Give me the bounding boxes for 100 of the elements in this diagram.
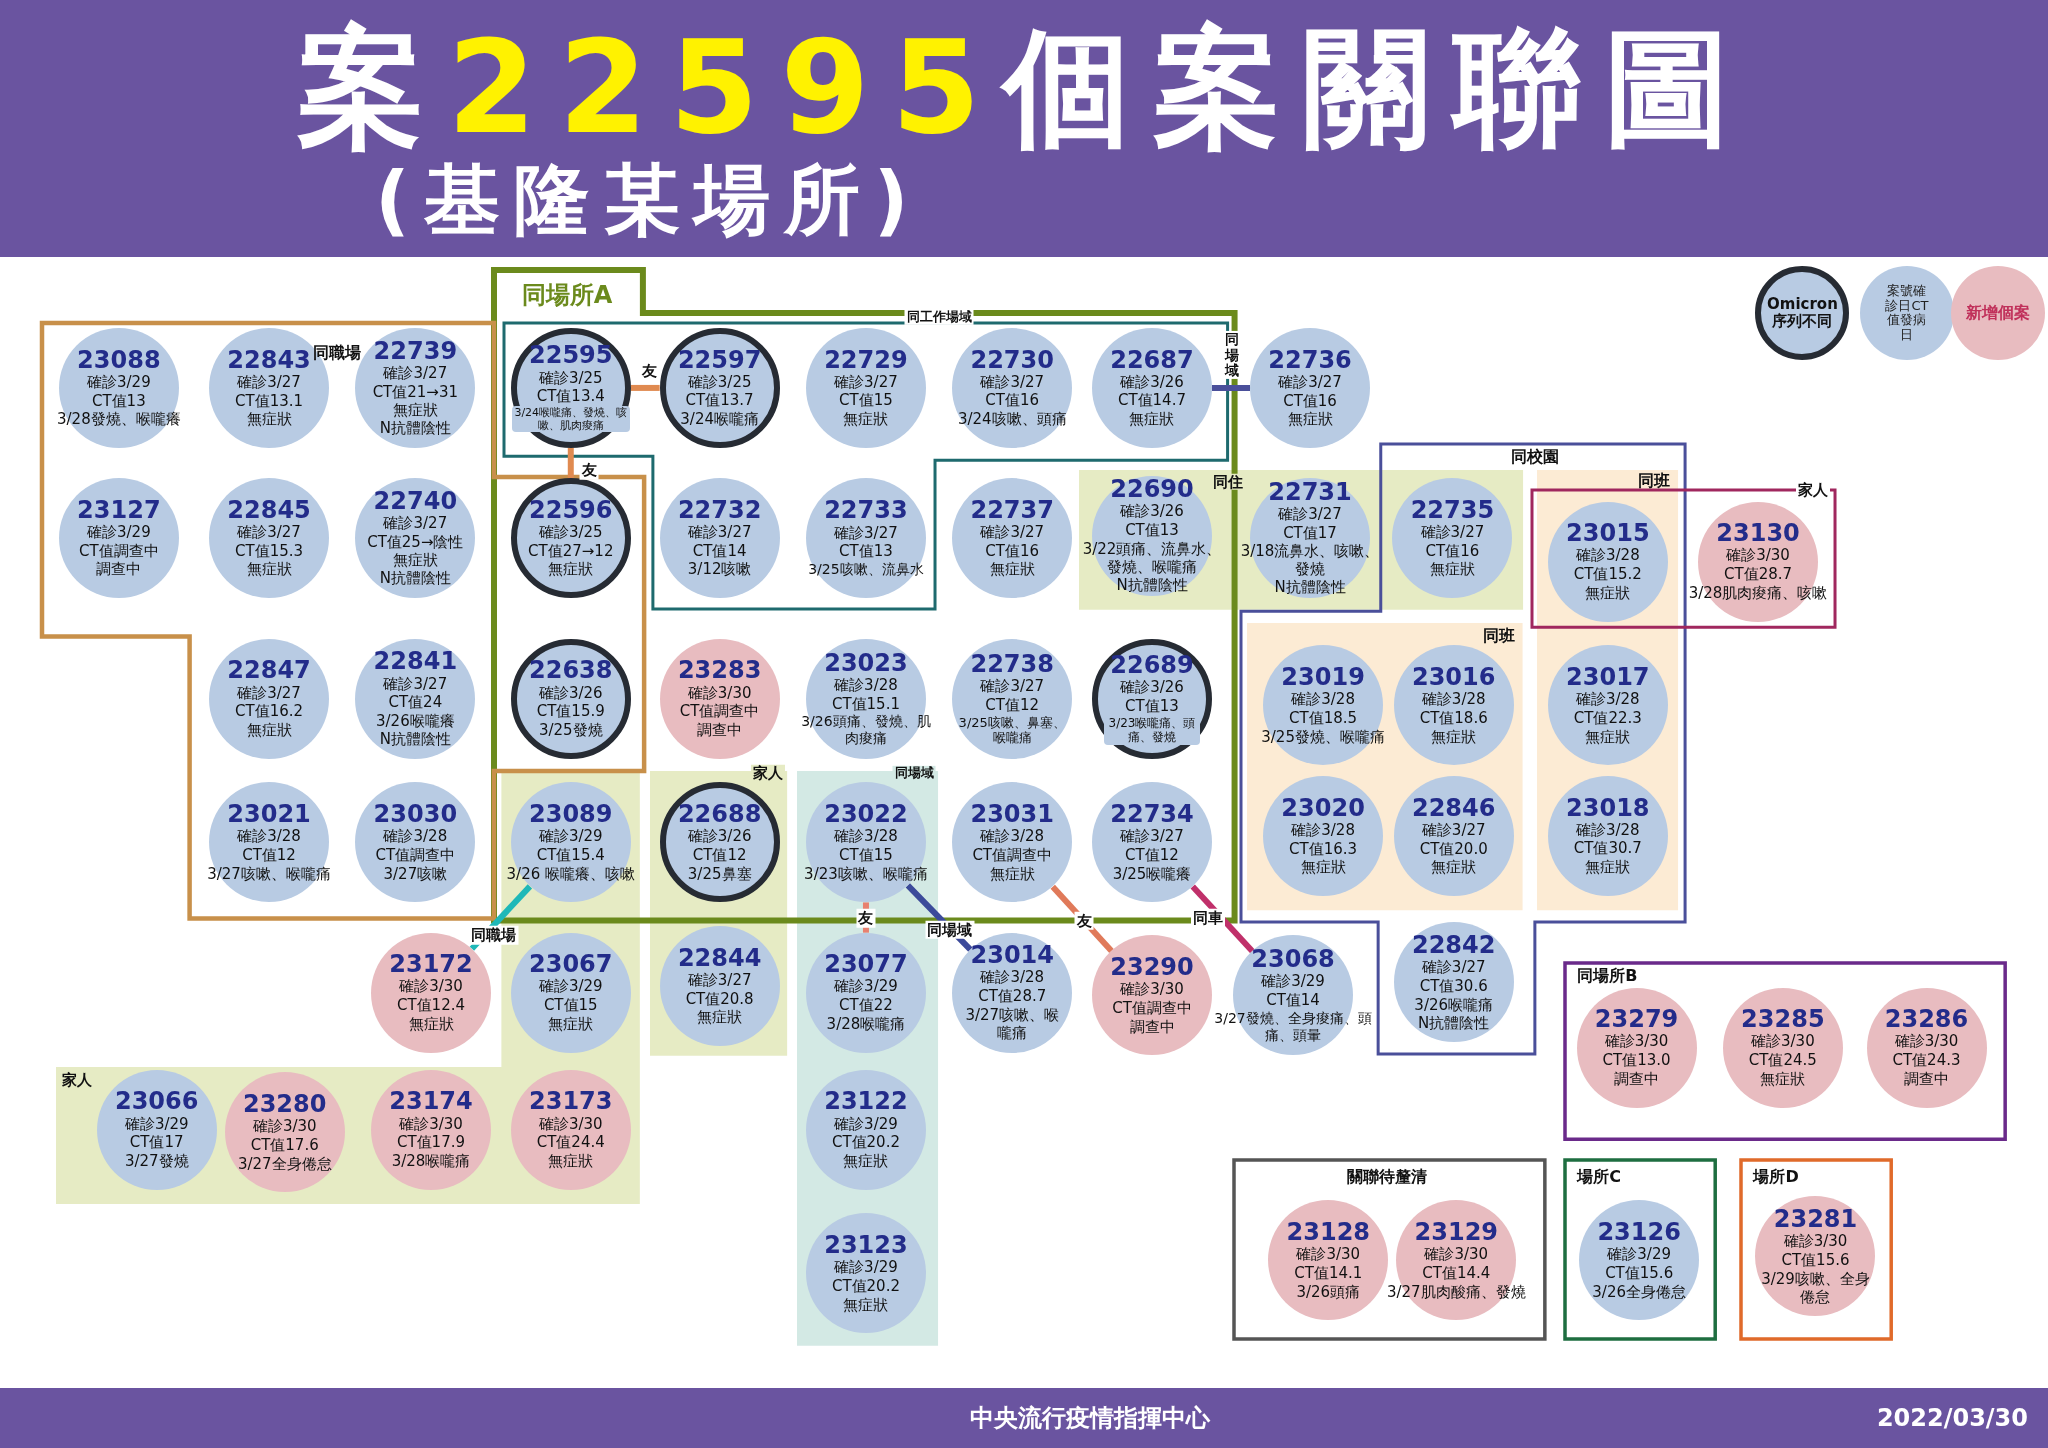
case-detail: N抗體陰性: [1417, 1013, 1491, 1032]
case-number: 22596: [529, 497, 613, 523]
case-detail: 確診3/27: [1278, 504, 1342, 524]
case-detail: CT值12: [985, 695, 1040, 715]
date-text: 2022/03/30: [1876, 1404, 2028, 1432]
case-detail: 確診3/30: [1751, 1032, 1815, 1052]
case-number: 22739: [373, 338, 458, 364]
case-detail: 確診3/27: [980, 522, 1045, 542]
group-label: 同班: [1482, 627, 1517, 645]
case-detail: CT值15.4: [536, 846, 605, 865]
case-number: 23122: [824, 1089, 908, 1115]
case-number: 22638: [529, 658, 613, 684]
case-detail: 確診3/28: [1576, 546, 1640, 566]
case-detail: CT值15.9: [536, 702, 605, 722]
case-detail: CT值17: [129, 1133, 184, 1153]
case-detail: 確診3/27: [237, 683, 301, 703]
case-number: 23285: [1741, 1007, 1825, 1033]
case-detail: 確診3/26: [1120, 678, 1184, 697]
case-number: 23174: [389, 1089, 473, 1115]
case-detail: 3/24喉嚨痛: [679, 410, 760, 429]
case-detail: 無症狀: [842, 410, 890, 429]
case-detail: 無症狀: [1286, 410, 1334, 429]
case-detail: CT值15.2: [1573, 565, 1642, 584]
case-number: 22736: [1268, 347, 1352, 373]
group-label: 家人: [1795, 481, 1830, 499]
case-detail: 確診3/27: [980, 677, 1045, 696]
case-detail: CT值15: [543, 996, 598, 1015]
case-number: 23173: [529, 1089, 613, 1115]
case-detail: 3/27咳嗽、喉嚨痛: [206, 864, 332, 883]
case-number: 22689: [1110, 653, 1194, 679]
case-detail: 無症狀: [842, 1152, 890, 1171]
footer-text: 中央流行疫情指揮中心: [970, 1403, 1210, 1434]
case-detail: 無症狀: [1584, 583, 1632, 602]
case-detail: 確診3/29: [538, 827, 603, 847]
case-detail: N抗體陰性: [1273, 578, 1347, 597]
case-detail: 確診3/27: [1278, 372, 1342, 392]
case-detail: 3/28喉嚨痛: [825, 1015, 907, 1033]
case-detail: CT值14: [1266, 991, 1320, 1010]
case-number: 22845: [227, 497, 311, 523]
case-detail: 無症狀: [245, 560, 293, 579]
group-outline: [1564, 1159, 1715, 1339]
group-label: 場所D: [1751, 1168, 1800, 1186]
case-detail: 確診3/27: [1421, 958, 1486, 977]
group-label: 同班: [1636, 471, 1671, 490]
case-detail: 無症狀: [988, 864, 1036, 883]
case-detail: 3/28發燒、喉嚨癢: [56, 410, 182, 429]
case-detail: CT值22: [839, 996, 893, 1015]
case-detail: 確診3/28: [1575, 820, 1640, 840]
case-detail: 確診3/27: [1120, 827, 1184, 847]
case-detail: CT值調查中: [972, 846, 1053, 865]
connector-line: [1212, 384, 1251, 391]
case-detail: 無症狀: [696, 1008, 744, 1027]
case-detail: 確診3/26: [538, 683, 603, 703]
case-detail: 調查中: [1613, 1069, 1661, 1088]
case-detail: CT值24.3: [1892, 1051, 1961, 1070]
group-label: 家人: [751, 764, 785, 782]
connector-line: [630, 384, 660, 391]
case-number: 22740: [373, 488, 458, 514]
case-detail: 確診3/29: [834, 977, 898, 997]
case-detail: CT值15.6: [1605, 1264, 1674, 1283]
case-detail: 確診3/28: [383, 827, 448, 847]
case-detail: 確診3/29: [124, 1114, 189, 1134]
case-number: 23129: [1414, 1220, 1499, 1246]
case-detail: CT值25→陰性: [367, 532, 464, 552]
case-detail: 確診3/30: [1604, 1032, 1669, 1052]
case-detail: 3/26 喉嚨癢、咳嗽: [505, 864, 636, 883]
case-detail: CT值12: [242, 846, 296, 865]
case-detail: 無症狀: [1299, 858, 1347, 877]
case-detail: CT值20.8: [685, 989, 754, 1009]
group-label: 關聯待釐清: [1346, 1168, 1429, 1186]
case-detail: 3/24喉嚨痛、發燒、咳嗽、肌肉痠痛: [511, 406, 630, 433]
case-detail: 無症狀: [391, 551, 439, 570]
case-detail: CT值15.3: [235, 541, 304, 561]
case-number: 23067: [529, 952, 613, 978]
case-detail: 3/28肌肉痠痛、咳嗽: [1687, 583, 1829, 602]
case-number: 23279: [1594, 1007, 1679, 1033]
case-detail: CT值20.2: [831, 1133, 900, 1153]
case-detail: CT值28.7: [978, 987, 1047, 1006]
case-number: 22735: [1410, 497, 1495, 523]
case-detail: 確診3/30: [1783, 1232, 1848, 1252]
case-number: 23077: [824, 952, 908, 978]
case-number: 23021: [227, 802, 311, 828]
case-detail: 確診3/30: [1894, 1032, 1959, 1052]
case-detail: 確診3/30: [687, 683, 752, 703]
case-detail: 確診3/28: [980, 827, 1045, 847]
case-number: 23281: [1773, 1207, 1858, 1233]
case-detail: 確診3/27: [834, 523, 898, 543]
case-number: 23068: [1251, 947, 1335, 973]
case-detail: CT值14: [692, 541, 747, 561]
case-detail: 3/24咳嗽、頭痛: [956, 410, 1068, 429]
case-detail: 無症狀: [407, 1015, 455, 1033]
case-number: 22595: [529, 343, 613, 369]
case-detail: 確診3/26: [687, 827, 752, 847]
case-number: 23031: [970, 802, 1054, 828]
group-outline: [1741, 1159, 1892, 1339]
case-detail: 確診3/29: [538, 977, 603, 997]
case-number: 23022: [824, 802, 908, 828]
case-detail: 無症狀: [842, 1295, 890, 1314]
case-number: 22844: [677, 945, 762, 971]
case-detail: CT值14.1: [1294, 1264, 1363, 1283]
